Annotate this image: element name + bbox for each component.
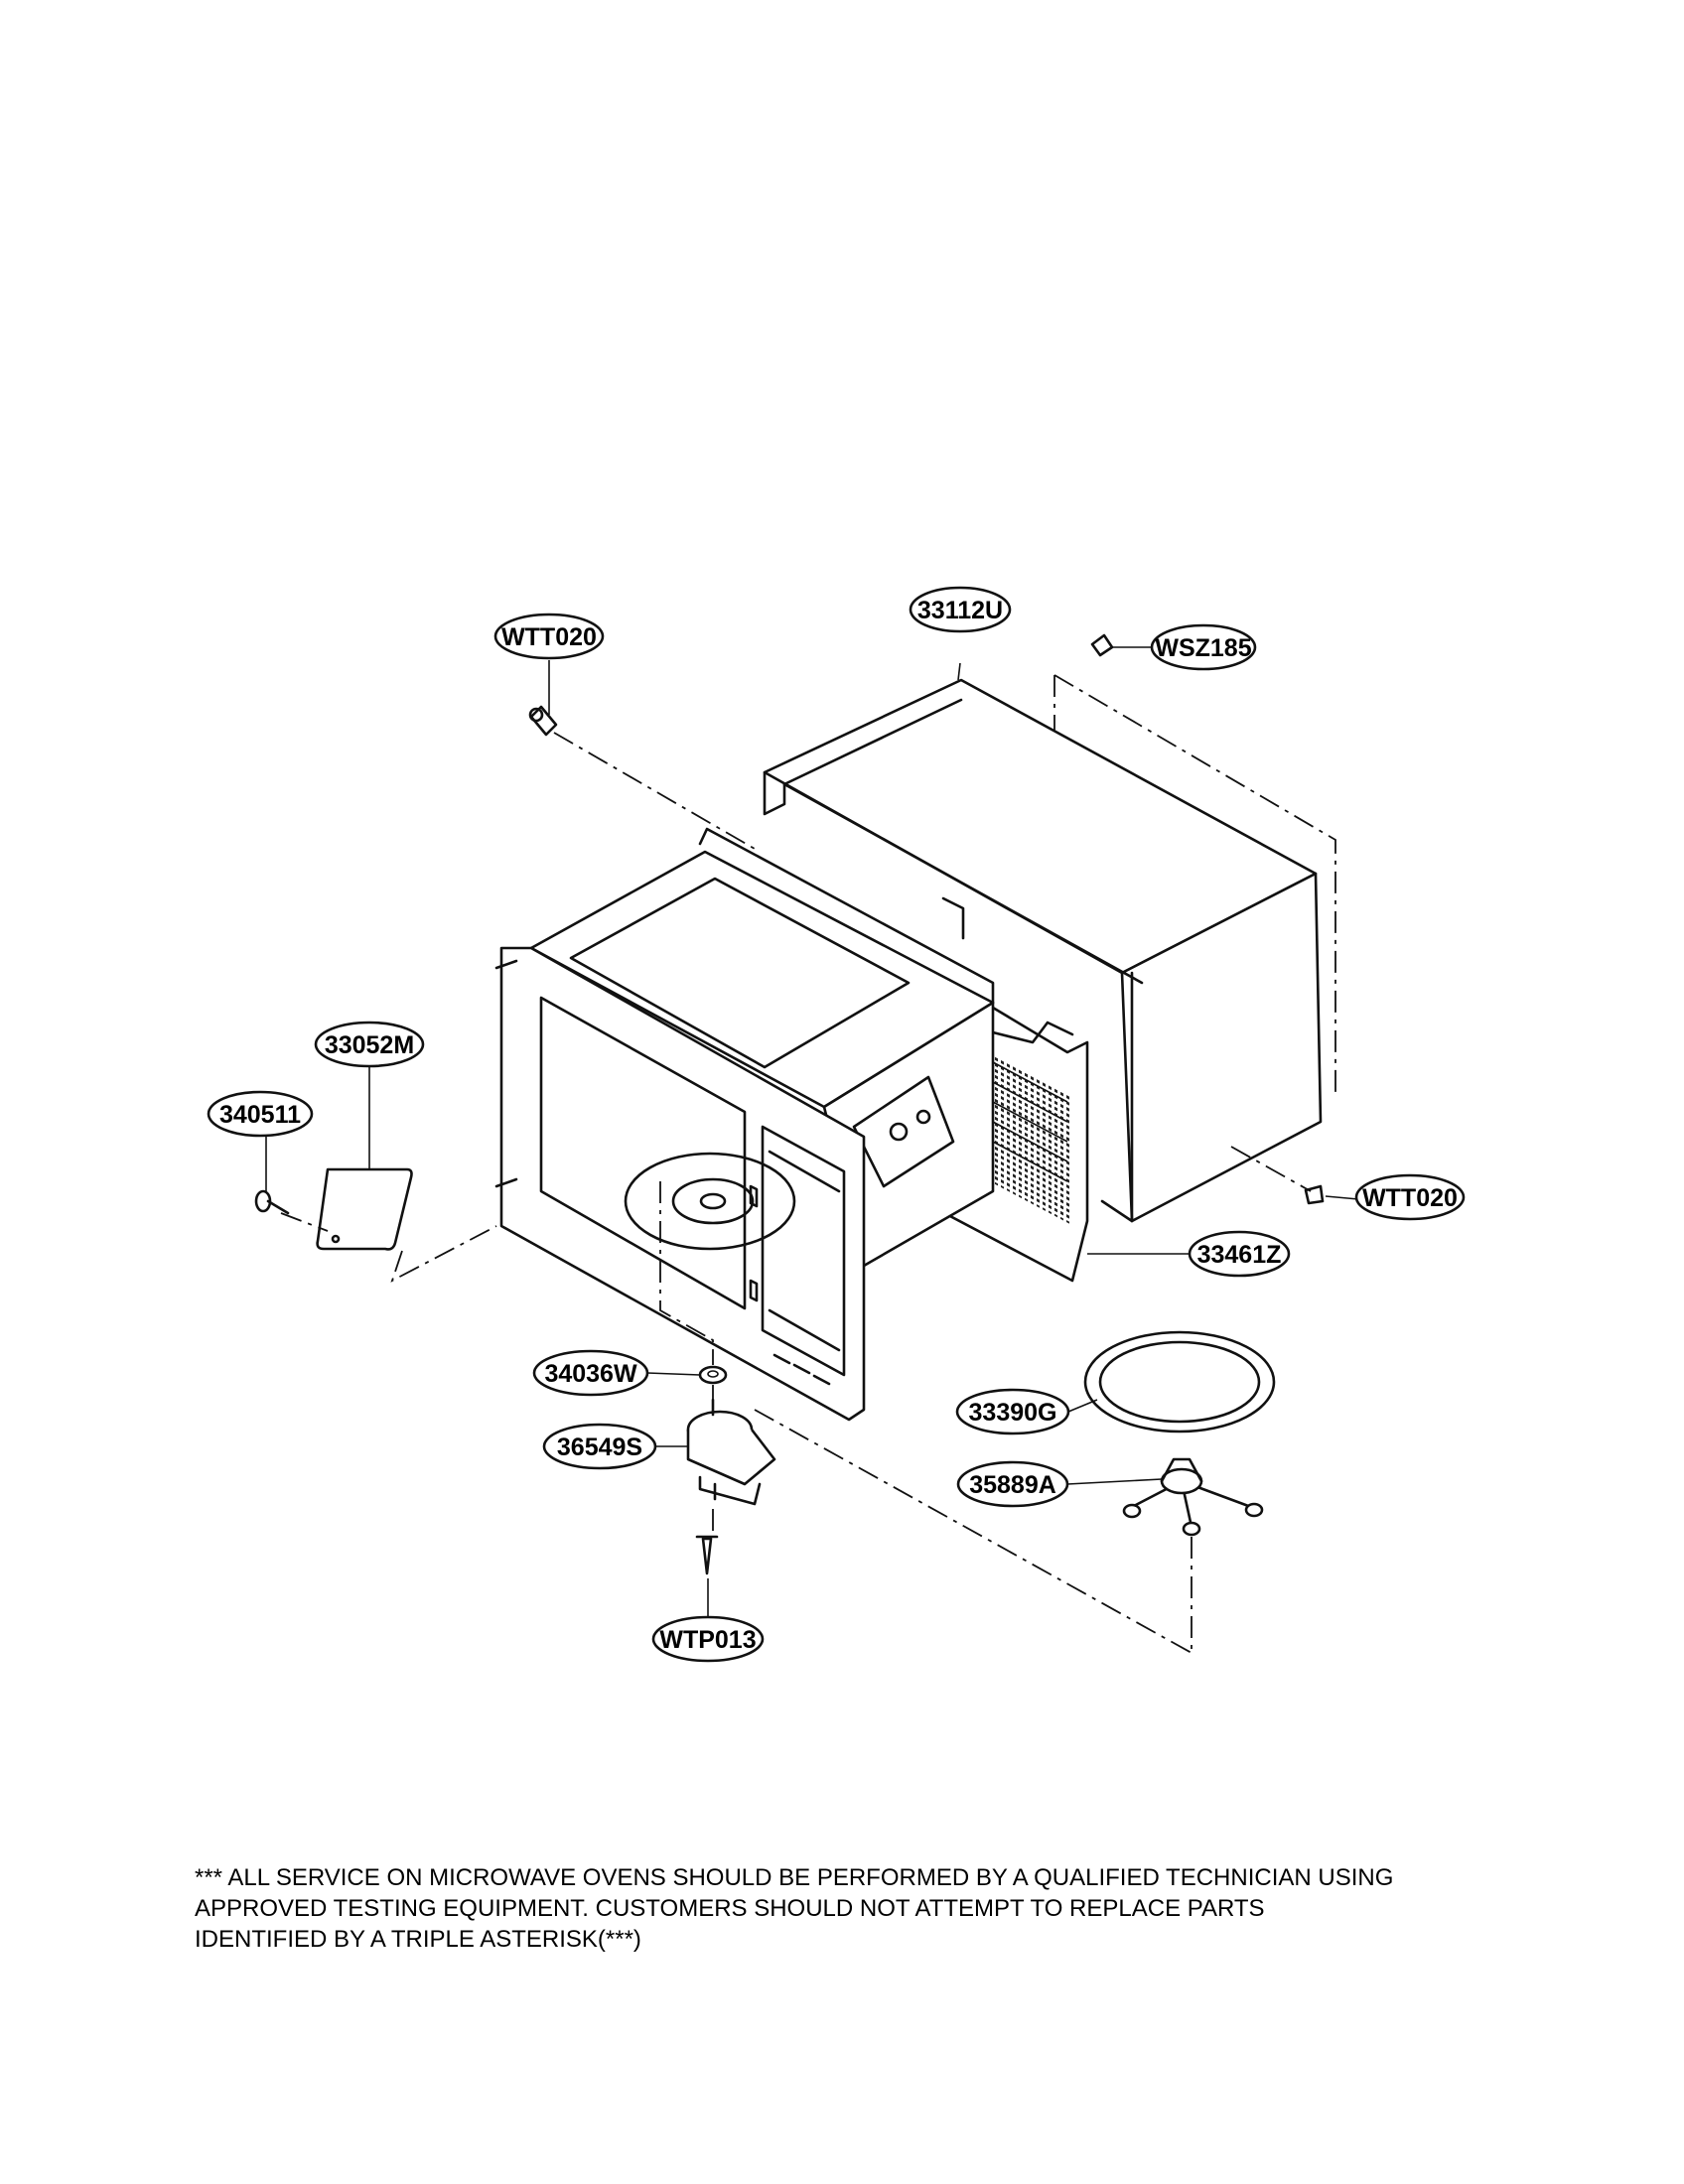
service-note-text: *** ALL SERVICE ON MICROWAVE OVENS SHOUL…: [195, 1864, 1394, 1953]
label-WSZ185: WSZ185: [1150, 623, 1257, 671]
label-35889A: 35889A: [956, 1460, 1069, 1508]
turntable-motor: [686, 1398, 776, 1506]
label-340511: 340511: [207, 1090, 314, 1138]
svg-text:WTT020: WTT020: [501, 623, 597, 651]
label-34036W: 34036W: [532, 1349, 649, 1397]
roller-guide: [1122, 1457, 1264, 1537]
label-36549S: 36549S: [542, 1423, 657, 1470]
svg-text:36549S: 36549S: [557, 1433, 642, 1461]
service-note: *** ALL SERVICE ON MICROWAVE OVENS SHOUL…: [195, 1862, 1565, 1955]
svg-text:35889A: 35889A: [969, 1471, 1056, 1499]
svg-text:340511: 340511: [219, 1101, 301, 1129]
waveguide-cover: [316, 1167, 413, 1251]
leader-lines: [265, 646, 1359, 1616]
glass-tray: [1083, 1330, 1276, 1433]
svg-text:WSZ185: WSZ185: [1155, 634, 1251, 662]
coupler: [698, 1365, 728, 1385]
svg-text:33461Z: 33461Z: [1197, 1241, 1282, 1269]
screws: [254, 633, 1325, 1575]
svg-text:33390G: 33390G: [969, 1399, 1057, 1427]
svg-text:WTT020: WTT020: [1362, 1184, 1458, 1212]
vent-holes: [978, 1045, 1072, 1226]
label-WTT020-top: WTT020: [493, 613, 605, 660]
inner-cavity: [494, 827, 995, 1422]
label-33390G: 33390G: [955, 1388, 1070, 1435]
svg-text:33052M: 33052M: [325, 1031, 414, 1059]
label-WTT020-right: WTT020: [1354, 1173, 1466, 1221]
svg-text:34036W: 34036W: [544, 1360, 637, 1388]
svg-text:WTP013: WTP013: [659, 1626, 756, 1654]
assembly-lines: [280, 732, 1312, 1654]
label-33052M: 33052M: [314, 1021, 425, 1068]
label-WTP013: WTP013: [651, 1615, 765, 1663]
svg-text:33112U: 33112U: [917, 597, 1003, 624]
outer-cabinet: [763, 674, 1336, 1223]
label-33112U: 33112U: [909, 586, 1012, 633]
label-33461Z: 33461Z: [1188, 1230, 1291, 1278]
